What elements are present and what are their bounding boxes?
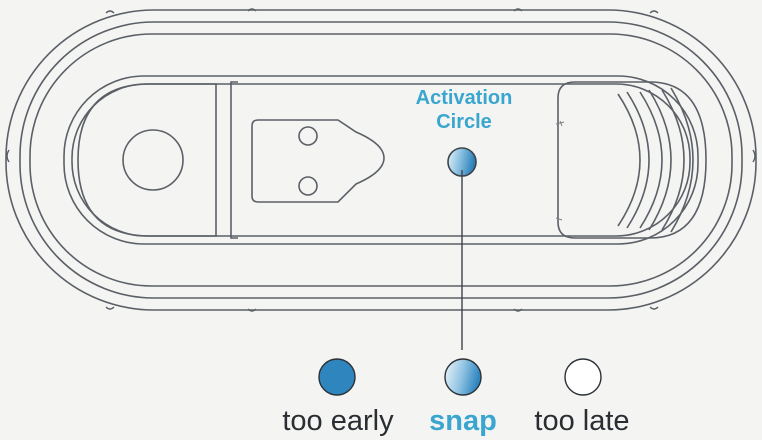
inner-panel-recess xyxy=(71,83,691,237)
keyhole-tab xyxy=(251,119,385,203)
callout-line-2: Circle xyxy=(436,111,492,133)
tab-hole-top xyxy=(298,126,318,146)
grip-arcs xyxy=(617,87,694,233)
left-bay xyxy=(77,83,217,237)
label-too-early: too early xyxy=(282,405,394,437)
label-snap: snap xyxy=(429,405,497,437)
left-button-circle xyxy=(122,129,184,191)
card-outline-middle xyxy=(19,21,743,299)
scratch-marks xyxy=(555,120,565,221)
state-circle-snap xyxy=(444,358,482,396)
card-outline-outer xyxy=(5,9,757,311)
callout-line-1: Activation xyxy=(415,87,513,109)
state-circle-too-early xyxy=(318,358,356,396)
label-too-late: too late xyxy=(534,405,630,437)
state-circle-too-late xyxy=(564,358,602,396)
card-outline-inner xyxy=(29,33,733,287)
right-bay xyxy=(557,81,707,239)
bay-divider xyxy=(230,81,238,239)
tab-hole-bottom xyxy=(298,176,318,196)
ring-notches xyxy=(6,8,756,312)
activation-circle-callout: Activation Circle xyxy=(392,86,536,134)
inner-panel xyxy=(63,75,699,245)
